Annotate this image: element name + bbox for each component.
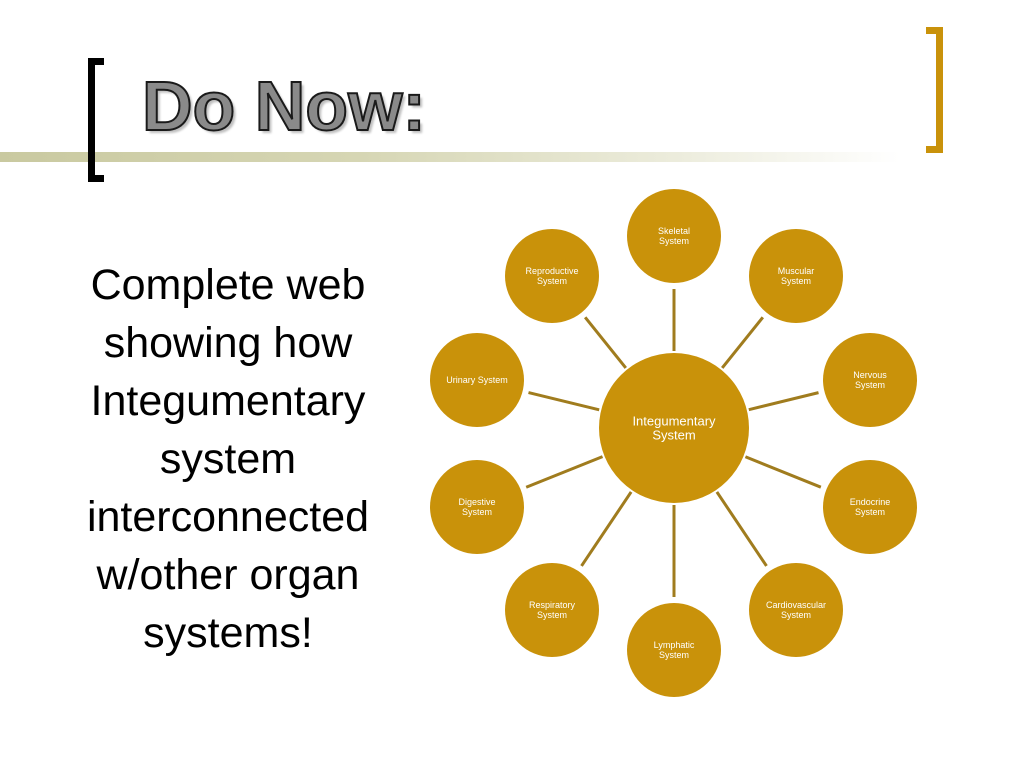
node-cardiovascular-label-line: Cardiovascular [766, 600, 826, 610]
right-bracket-decoration [926, 27, 943, 153]
node-urinary-label-line: Urinary System [446, 375, 508, 385]
node-endocrine-circle [823, 460, 917, 554]
node-digestive-circle [430, 460, 524, 554]
center-node-label-line: Integumentary [632, 414, 716, 429]
node-skeletal-label-line: System [659, 236, 689, 246]
node-muscular-label-line: System [781, 276, 811, 286]
node-muscular-label-line: Muscular [778, 266, 815, 276]
node-lymphatic-label-line: Lymphatic [654, 640, 695, 650]
connector-reproductive [584, 316, 627, 369]
connector-nervous [748, 391, 819, 412]
node-nervous-label-line: System [855, 380, 885, 390]
node-reproductive-label-line: System [537, 276, 567, 286]
node-urinary-circle [430, 333, 524, 427]
node-respiratory-label-line: Respiratory [529, 600, 576, 610]
node-urinary: Urinary System [430, 333, 524, 427]
node-lymphatic-label-line: System [659, 650, 689, 660]
node-cardiovascular-label-line: System [781, 610, 811, 620]
connector-urinary [528, 391, 600, 412]
node-nervous-circle [823, 333, 917, 427]
connector-muscular [721, 316, 764, 369]
node-nervous-label-line: Nervous [853, 370, 887, 380]
node-skeletal-label-line: Skeletal [658, 226, 690, 236]
left-bracket-decoration [88, 58, 104, 182]
node-muscular-circle [749, 229, 843, 323]
center-node-label-line: System [652, 428, 695, 443]
connector-respiratory [580, 491, 633, 567]
node-endocrine-label-line: System [855, 507, 885, 517]
node-lymphatic-circle [627, 603, 721, 697]
connector-digestive [525, 455, 604, 489]
node-digestive-label-line: System [462, 507, 492, 517]
connectors-group [525, 289, 822, 597]
connector-cardiovascular [715, 491, 768, 567]
node-digestive-label-line: Digestive [458, 497, 495, 507]
node-endocrine-label-line: Endocrine [850, 497, 891, 507]
node-reproductive-label-line: Reproductive [525, 266, 578, 276]
title-rule-line [0, 152, 900, 162]
instructions-text: Complete web showing how Integumentary s… [86, 261, 370, 657]
node-cardiovascular-circle [749, 563, 843, 657]
node-reproductive-circle [505, 229, 599, 323]
slide-title: Do Now: [141, 66, 427, 146]
node-skeletal-circle [627, 189, 721, 283]
center-node-circle [599, 353, 749, 503]
nodes-group: IntegumentarySystemSkeletalSystemMuscula… [430, 189, 917, 697]
connector-endocrine [744, 455, 822, 489]
node-respiratory-label-line: System [537, 610, 567, 620]
node-respiratory-circle [505, 563, 599, 657]
